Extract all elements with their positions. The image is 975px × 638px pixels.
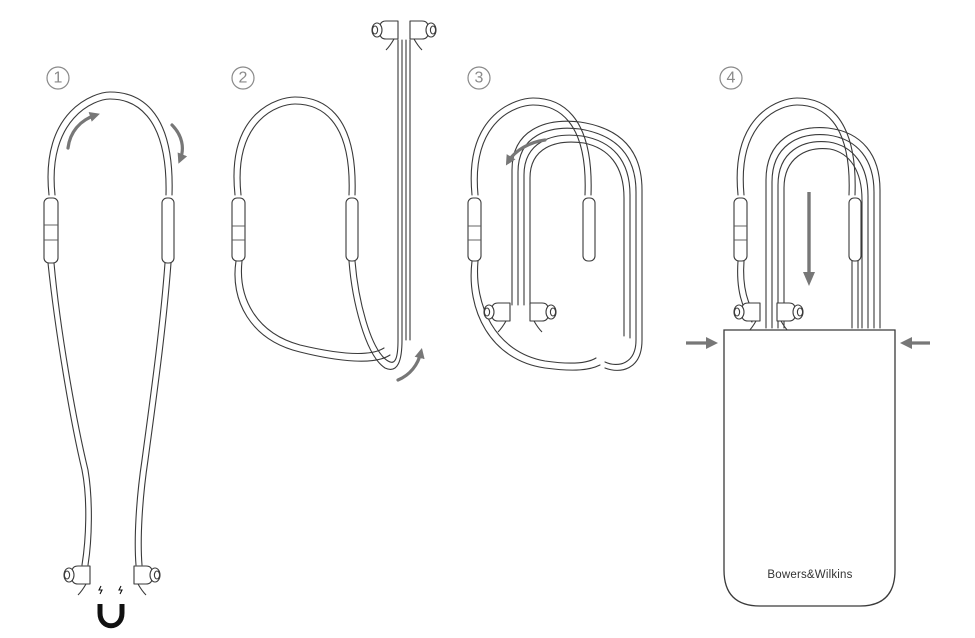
step-4-label: 4 <box>719 66 743 90</box>
arrow-right-icon <box>686 337 718 349</box>
arrow-down-icon <box>803 192 815 286</box>
svg-text:3: 3 <box>475 70 484 87</box>
carry-case: Bowers&Wilkins <box>723 329 896 607</box>
svg-text:2: 2 <box>239 70 248 87</box>
step-2-label: 2 <box>231 66 255 90</box>
curved-arrow-icon <box>66 111 100 150</box>
arrow-left-icon <box>900 337 930 349</box>
step-1-illustration <box>43 91 188 629</box>
svg-text:1: 1 <box>54 70 63 87</box>
step-4-illustration: Bowers&Wilkins <box>686 97 930 607</box>
step-1-label: 1 <box>46 66 70 90</box>
step-3-illustration <box>467 97 643 371</box>
step-3-label: 3 <box>467 66 491 90</box>
curved-arrow-icon <box>505 138 547 166</box>
magnet-icon <box>96 585 126 629</box>
curved-arrow-icon <box>170 123 188 164</box>
curved-arrow-icon <box>396 348 425 382</box>
svg-text:4: 4 <box>727 70 736 87</box>
case-brand-text: Bowers&Wilkins <box>767 569 852 581</box>
step-2-illustration <box>231 20 437 382</box>
